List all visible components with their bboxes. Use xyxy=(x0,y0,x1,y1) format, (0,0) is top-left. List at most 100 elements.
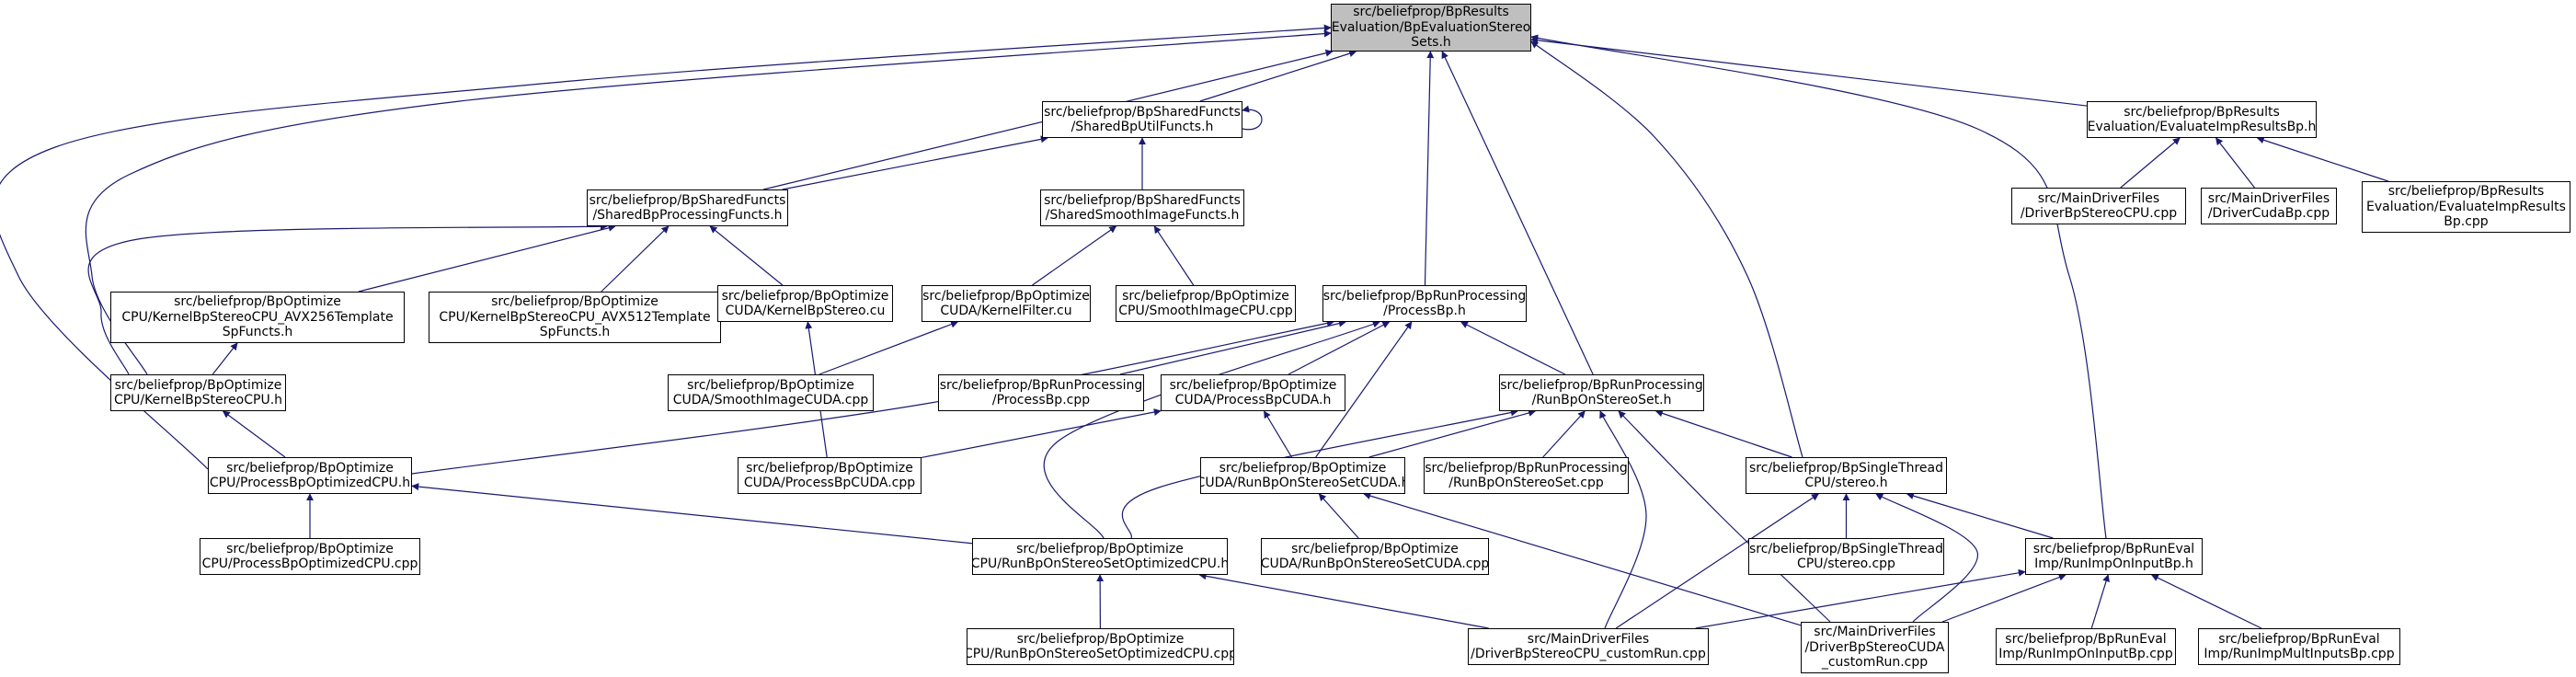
node-run-bp-on-stereo-set-cpp[interactable]: src/beliefprop/BpRunProcessing/RunBpOnSt… xyxy=(1424,457,1629,494)
node-driver-bp-stereo-cuda-custom-run[interactable]: src/MainDriverFiles/DriverBpStereoCUDA_c… xyxy=(1801,622,1949,673)
node-label-line: src/MainDriverFiles xyxy=(1814,625,1936,640)
edge-driver-bp-stereo-cuda-custom-run-to-run-bp-on-stereo-set-cuda-h xyxy=(1363,492,1802,626)
node-label-line: src/beliefprop/BpRunEval xyxy=(2218,631,2380,647)
edge-shared-bp-processing-to-shared-bp-util xyxy=(782,135,1048,190)
edge-stereo-h-to-root xyxy=(1530,40,1803,458)
node-label-line: CPU/KernelBpStereoCPU.h xyxy=(113,393,283,407)
node-label-line: /DriverBpStereoCUDA xyxy=(1804,639,1945,655)
node-label-line: src/beliefprop/BpOptimize xyxy=(226,541,394,557)
edge-kernel-filter-cu-to-shared-smooth-image xyxy=(1032,225,1117,286)
edge-process-bp-cpp-to-process-bp-h xyxy=(1119,319,1346,375)
edge-run-bp-on-stereo-set-optimized-cpu-h-to-process-bp-h xyxy=(1043,320,1380,539)
edge-process-bp-optimized-cpu-h-to-kernel-bp-stereo-cpu xyxy=(222,410,286,458)
edge-driver-cuda-bp-to-evaluate-imp-results-h xyxy=(2215,137,2255,189)
edge-driver-bp-stereo-cuda-custom-run-to-run-imp-on-input-bp-h xyxy=(1941,573,2067,623)
node-label-line: Sets.h xyxy=(1411,35,1451,51)
edge-driver-bp-stereo-cpu-custom-run-to-run-imp-on-input-bp-h xyxy=(1695,568,2026,629)
node-shared-bp-util[interactable]: src/beliefprop/BpSharedFuncts/SharedBpUt… xyxy=(1042,101,1242,138)
edge-process-bp-optimized-cpu-h-to-root xyxy=(0,24,1332,470)
edge-run-bp-on-stereo-set-optimized-cpu-h-to-process-bp-optimized-cpu-h xyxy=(411,483,973,545)
node-label-line: CPU/KernelBpStereoCPU_AVX512Template xyxy=(439,309,711,325)
node-label-line: /ProcessBp.h xyxy=(1383,304,1466,318)
node-driver-cuda-bp[interactable]: src/MainDriverFiles/DriverCudaBp.cpp xyxy=(2201,188,2337,224)
node-label-line: SpFuncts.h xyxy=(539,325,611,340)
node-label-line: /RunBpOnStereoSet.h xyxy=(1531,393,1672,407)
node-label-line: src/beliefprop/BpOptimize xyxy=(226,460,394,476)
node-shared-smooth-image[interactable]: src/beliefprop/BpSharedFuncts/SharedSmoo… xyxy=(1040,189,1244,226)
node-label-line: src/beliefprop/BpRunEval xyxy=(2005,631,2167,647)
node-label-line: src/beliefprop/BpOptimize xyxy=(746,460,913,476)
edge-run-imp-mult-inputs-bp-cpp-to-run-imp-on-input-bp-h xyxy=(2150,574,2262,629)
node-label-line: src/beliefprop/BpSingleThread xyxy=(1749,541,1943,557)
edge-run-bp-on-stereo-set-cuda-h-to-run-bp-on-stereo-set-h xyxy=(1368,409,1537,458)
edge-kernel-bp-stereo-cpu-to-kernel-avx256 xyxy=(212,342,238,375)
node-label-line: src/beliefprop/BpOptimize xyxy=(1169,377,1337,393)
node-label-line: CPU/RunBpOnStereoSetOptimizedCPU.h xyxy=(972,557,1228,571)
node-shared-bp-processing[interactable]: src/beliefprop/BpSharedFuncts/SharedBpPr… xyxy=(587,189,788,226)
node-label-line: src/MainDriverFiles xyxy=(1527,631,1650,647)
node-label-line: CUDA/KernelFilter.cu xyxy=(940,304,1072,318)
node-label-line: src/beliefprop/BpRunEval xyxy=(2032,541,2195,557)
edge-driver-bp-stereo-cuda-custom-run-to-run-bp-on-stereo-set-h xyxy=(1618,410,1831,623)
node-label-line: _customRun.cpp xyxy=(1821,655,1929,671)
node-label-line: src/beliefprop/BpOptimize xyxy=(1291,541,1459,557)
node-label-line: src/beliefprop/BpResults xyxy=(2387,184,2545,200)
node-label-line: /SharedBpUtilFuncts.h xyxy=(1070,120,1214,134)
node-label-line: CUDA/RunBpOnStereoSetCUDA.cpp xyxy=(1261,557,1489,571)
edge-evaluate-imp-results-cpp-to-evaluate-imp-results-h xyxy=(2256,136,2388,182)
node-process-bp-cpp[interactable]: src/beliefprop/BpRunProcessing/ProcessBp… xyxy=(938,374,1144,411)
node-driver-bp-stereo-cpu-custom-run[interactable]: src/MainDriverFiles/DriverBpStereoCPU_cu… xyxy=(1468,628,1709,665)
node-label-line: src/beliefprop/BpOptimize xyxy=(1122,288,1289,304)
node-label-line: CPU/RunBpOnStereoSetOptimizedCPU.cpp xyxy=(967,647,1234,661)
edge-stereo-h-to-run-bp-on-stereo-set-h xyxy=(1654,409,1792,458)
node-label-line: src/beliefprop/BpOptimize xyxy=(491,294,658,310)
node-label-line: /SharedSmoothImageFuncts.h xyxy=(1045,208,1240,223)
node-label-line: src/beliefprop/BpOptimize xyxy=(1016,541,1184,557)
edge-kernel-avx512-to-shared-bp-processing xyxy=(601,225,670,293)
node-label-line: Bp.cpp xyxy=(2444,214,2489,230)
edge-shared-bp-util-to-shared-bp-util xyxy=(1242,105,1263,131)
node-label-line: src/beliefprop/BpOptimize xyxy=(174,294,341,310)
edge-driver-bp-stereo-cpu-custom-run-to-run-bp-on-stereo-set-h xyxy=(1599,410,1647,629)
node-label-line: CPU/stereo.h xyxy=(1804,476,1888,490)
edge-process-bp-h-to-root xyxy=(1424,51,1435,286)
node-label-line: Evaluation/EvaluateImpResults xyxy=(2366,199,2566,214)
node-label-line: src/beliefprop/BpSharedFuncts xyxy=(1044,104,1241,120)
node-process-bp-h[interactable]: src/beliefprop/BpRunProcessing/ProcessBp… xyxy=(1322,285,1527,322)
node-run-bp-on-stereo-set-h[interactable]: src/beliefprop/BpRunProcessing/RunBpOnSt… xyxy=(1499,374,1704,411)
node-label-line: src/beliefprop/BpRunProcessing xyxy=(1322,288,1527,304)
node-label-line: CUDA/RunBpOnStereoSetCUDA.h xyxy=(1200,476,1405,490)
edge-process-bp-optimized-cpu-h-to-process-bp-h xyxy=(411,319,1334,475)
node-label-line: /DriverBpStereoCPU_customRun.cpp xyxy=(1471,647,1706,661)
node-label-line: src/beliefprop/BpOptimize xyxy=(1219,460,1387,476)
node-label-line: /DriverCudaBp.cpp xyxy=(2207,206,2330,221)
node-label-line: src/beliefprop/BpOptimize xyxy=(721,288,889,304)
edge-run-bp-on-stereo-set-h-to-process-bp-h xyxy=(1460,321,1566,375)
node-label-line: CUDA/SmoothImageCUDA.cpp xyxy=(672,393,869,407)
edge-driver-bp-stereo-cuda-custom-run-to-stereo-h xyxy=(1875,493,1978,623)
node-driver-bp-stereo-cpu[interactable]: src/MainDriverFiles/DriverBpStereoCPU.cp… xyxy=(2011,188,2186,224)
